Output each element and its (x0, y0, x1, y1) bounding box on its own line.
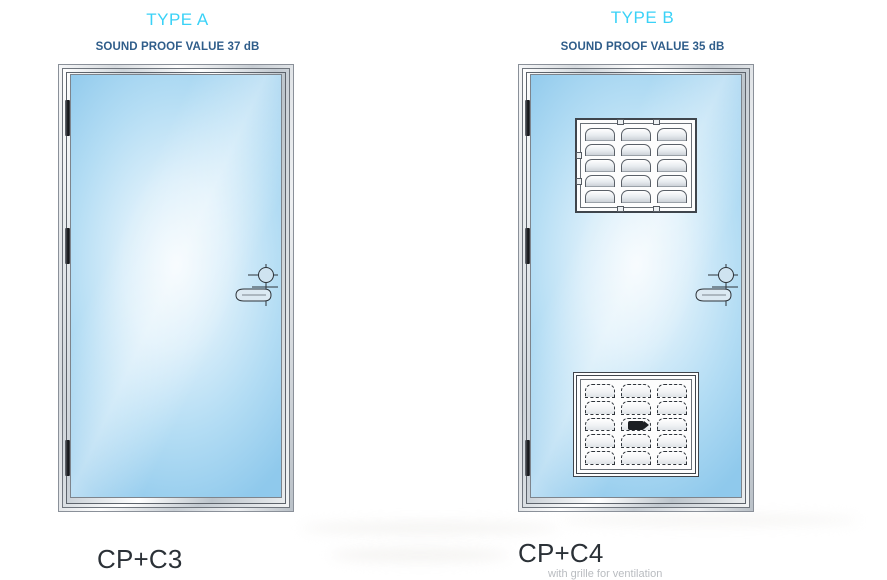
louver-blade (585, 159, 615, 172)
louver-blade (621, 434, 651, 449)
louver-blade (657, 434, 687, 449)
door-b-hinge-middle (525, 228, 530, 264)
louver-fastener (576, 152, 582, 159)
scan-artifact (560, 515, 860, 525)
louver-blade (585, 384, 615, 398)
louver-blade (621, 384, 651, 398)
door-b-title: TYPE B (610, 8, 675, 27)
louver-blade (657, 159, 687, 172)
louver-blade (585, 174, 615, 188)
louver-blade (621, 174, 651, 188)
louver-blade (585, 400, 615, 415)
door-b-hinge-bottom (525, 440, 530, 476)
door-a-caption: CP+C3 (97, 544, 183, 574)
louver-blade (585, 434, 615, 449)
louver-blade (657, 143, 687, 157)
door-a-hinge-middle (65, 228, 70, 264)
louver-fastener (653, 206, 660, 212)
louver-blade (657, 400, 687, 415)
door-b-spec: SOUND PROOF VALUE 35 dB (560, 41, 725, 53)
scan-artifact (330, 548, 510, 562)
door-a-hinge-top (65, 100, 70, 136)
louver-fastener (576, 178, 582, 185)
door-a-spec: SOUND PROOF VALUE 37 dB (95, 41, 260, 53)
louver-upper-grid (585, 128, 687, 203)
louver-blade (585, 451, 615, 465)
louver-fastener (653, 119, 660, 125)
louver-blade (621, 451, 651, 465)
door-type-a: TYPE A SOUND PROOF VALUE 37 dB (0, 0, 355, 576)
louver-blade (585, 417, 615, 432)
louver-blade (621, 190, 651, 203)
louver-blade (657, 128, 687, 141)
louver-blade (657, 451, 687, 465)
scan-artifact (300, 522, 560, 534)
louver-blade (657, 417, 687, 432)
door-b-caption-note: with grille for ventilation (548, 568, 663, 580)
louver-blade (621, 128, 651, 141)
louver-fastener (617, 206, 624, 212)
door-a-hinge-bottom (65, 440, 70, 476)
louver-blade (657, 190, 687, 203)
door-b-louver-lower (573, 372, 699, 477)
door-type-b: TYPE B SOUND PROOF VALUE 35 dB (460, 0, 887, 580)
door-a-handle (232, 262, 278, 310)
louver-blade (657, 174, 687, 188)
door-b-hinge-top (525, 100, 530, 136)
door-a-title: TYPE A (146, 10, 209, 29)
louver-fastener (617, 119, 624, 125)
louver-blade (585, 190, 615, 203)
louver-blade (657, 384, 687, 398)
louver-upper-rim (580, 123, 692, 208)
door-b-caption: CP+C4 (518, 538, 604, 568)
louver-blade (585, 128, 615, 141)
louver-blade (585, 143, 615, 157)
louver-direction-marker (628, 421, 649, 430)
louver-lower-rim (580, 379, 692, 470)
louver-blade (621, 143, 651, 157)
door-b-handle (692, 262, 738, 310)
louver-blade (621, 400, 651, 415)
door-b-louver-upper (575, 118, 697, 213)
louver-blade (621, 159, 651, 172)
